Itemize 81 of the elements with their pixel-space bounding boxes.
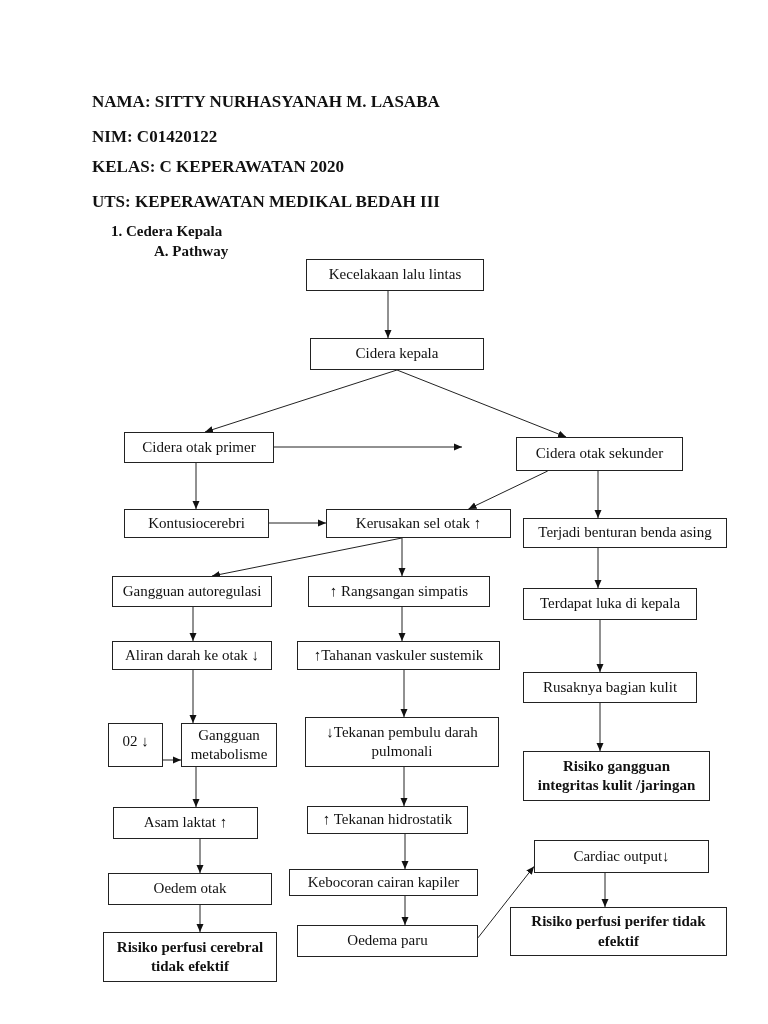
- box-text: Terdapat luka di kepala: [539, 594, 681, 614]
- header-text: NIM: C01420122: [92, 127, 218, 147]
- process-box: [305, 717, 499, 767]
- process-box: [181, 723, 277, 767]
- arrow: [196, 838, 204, 874]
- process-box: [310, 338, 484, 370]
- arrow: [401, 895, 409, 926]
- box-text: Cidera otak primer: [142, 437, 256, 457]
- process-box: [289, 869, 478, 896]
- arrow: [396, 369, 567, 438]
- process-box: [523, 518, 727, 548]
- diagnosis-box: [510, 907, 727, 956]
- box-text: Gangguan metabolisme: [189, 725, 269, 764]
- box-text: Aliran darah ke otak ↓: [124, 645, 260, 665]
- box-text: Cardiac output↓: [573, 846, 670, 866]
- box-text: Gangguan autoregulasi: [122, 581, 262, 601]
- header-text: UTS: KEPERAWATAN MEDIKAL BEDAH III: [92, 192, 440, 212]
- header-text: NAMA: SITTY NURHASYANAH M. LASABA: [92, 92, 440, 112]
- arrow: [384, 290, 392, 339]
- arrow: [477, 865, 535, 939]
- section-heading: 1. Cedera Kepala: [111, 223, 223, 240]
- box-text: Kebocoran cairan kapiler: [307, 872, 460, 892]
- box-text: Risiko perfusi perifer tidak efektif: [530, 912, 707, 951]
- arrow: [162, 756, 182, 764]
- arrow: [400, 669, 408, 718]
- header-text: KELAS: C KEPERAWATAN 2020: [92, 157, 345, 177]
- arrow: [594, 470, 602, 519]
- arrow: [596, 702, 604, 752]
- diagnosis-box: [103, 932, 277, 982]
- process-box: [534, 840, 709, 873]
- arrow: [268, 519, 327, 527]
- box-text: ↑ Rangsangan simpatis: [329, 581, 469, 601]
- process-box: [124, 432, 274, 463]
- box-text: ↑Tahanan vaskuler sustemik: [313, 645, 484, 665]
- box-text: Terjadi benturan benda asing: [538, 523, 712, 543]
- arrow: [204, 369, 398, 433]
- box-text: Oedem otak: [153, 879, 227, 899]
- arrow: [398, 606, 406, 642]
- process-box: [308, 576, 490, 607]
- process-box: [112, 576, 272, 607]
- section-heading: A. Pathway: [154, 243, 229, 260]
- process-box: [108, 873, 272, 905]
- process-box: [326, 509, 511, 538]
- process-box: [108, 723, 163, 767]
- process-box: [523, 588, 697, 620]
- process-box: [307, 806, 468, 834]
- box-text: 02 ↓: [122, 732, 149, 751]
- box-text: Rusaknya bagian kulit: [542, 677, 678, 697]
- box-text: ↓Tekanan pembulu darah pulmonali: [325, 722, 479, 761]
- arrow: [400, 766, 408, 807]
- box-text: Oedema paru: [347, 931, 428, 951]
- process-box: [113, 807, 258, 839]
- box-text: Risiko gangguan integritas kulit /jaringan: [536, 756, 697, 795]
- box-text: Asam laktat ↑: [143, 813, 228, 833]
- arrow: [196, 904, 204, 933]
- arrow: [273, 443, 463, 451]
- arrow: [596, 619, 604, 673]
- arrow: [594, 547, 602, 589]
- box-text: Kontusiocerebri: [148, 513, 245, 533]
- arrow: [189, 606, 197, 642]
- process-box: [112, 641, 272, 670]
- box-text: Cidera otak sekunder: [535, 444, 664, 464]
- process-box: [124, 509, 269, 538]
- process-box: [297, 925, 478, 957]
- box-text: Kecelakaan lalu lintas: [328, 265, 462, 285]
- diagnosis-box: [523, 751, 710, 801]
- arrow: [192, 766, 200, 808]
- box-text: ↑ Tekanan hidrostatik: [322, 810, 453, 830]
- box-text: Kerusakan sel otak ↑: [355, 513, 482, 533]
- arrow: [401, 833, 409, 870]
- arrow: [398, 537, 406, 577]
- process-box: [523, 672, 697, 703]
- box-text: Cidera kepala: [355, 344, 439, 364]
- box-text: Risiko perfusi cerebral tidak efektif: [115, 937, 265, 976]
- process-box: [306, 259, 484, 291]
- arrow: [192, 462, 200, 510]
- arrow: [601, 872, 609, 908]
- process-box: [516, 437, 683, 471]
- arrow: [467, 470, 549, 510]
- arrow: [189, 669, 197, 724]
- process-box: [297, 641, 500, 670]
